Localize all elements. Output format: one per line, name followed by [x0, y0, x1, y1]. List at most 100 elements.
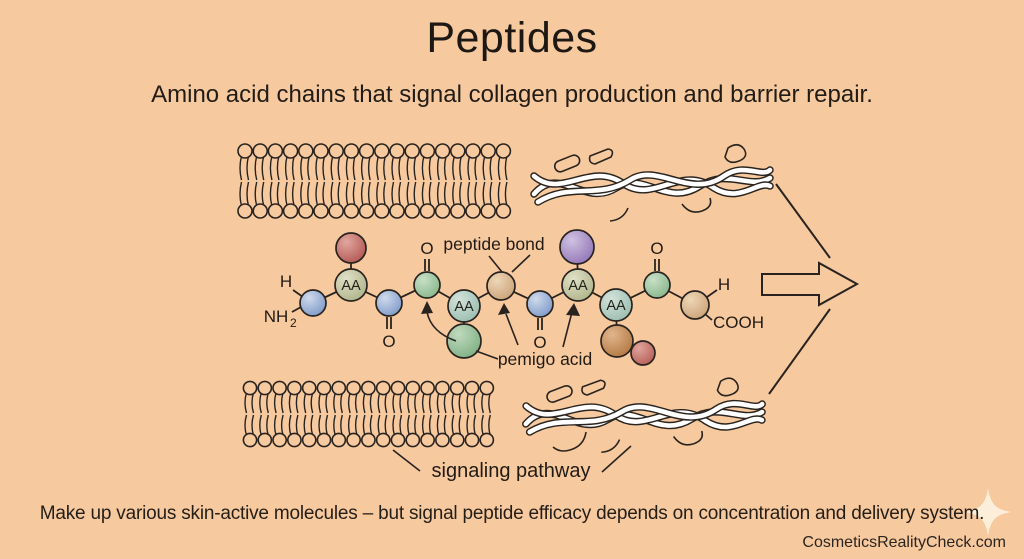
- lipid-head: [237, 143, 253, 159]
- lipid-tail: [473, 392, 477, 414]
- lipid-tail: [504, 181, 508, 207]
- lipid-head: [346, 380, 361, 396]
- lipid-tail: [383, 181, 386, 207]
- lipid-tail: [315, 181, 319, 207]
- lipid-head: [331, 380, 347, 396]
- lipid-bilayer-top: [237, 143, 512, 219]
- lipid-tail: [244, 414, 248, 436]
- lipid-tail: [489, 181, 493, 207]
- lipid-head: [328, 203, 345, 219]
- lipid-tail: [459, 181, 462, 207]
- lipid-tail: [300, 155, 303, 181]
- lipid-head: [301, 380, 317, 396]
- backbone-node: [299, 289, 327, 317]
- lipid-tail: [497, 181, 501, 207]
- lipid-head: [346, 432, 361, 448]
- backbone-node: [561, 268, 595, 302]
- lipid-head: [267, 203, 284, 219]
- lipid-tail: [436, 181, 440, 207]
- lipid-tail: [288, 392, 292, 414]
- lipid-tail: [333, 414, 336, 436]
- lipid-tail: [337, 181, 341, 207]
- lipid-tail: [488, 414, 491, 436]
- side-chain-node: [446, 323, 482, 359]
- nh-subscript: 2: [290, 316, 297, 330]
- lipid-tail: [295, 414, 299, 436]
- lipid-tail: [269, 155, 273, 181]
- footer-text: Make up various skin-active molecules – …: [39, 503, 985, 524]
- lipid-tail: [497, 155, 501, 181]
- lipid-tail: [288, 414, 292, 436]
- side-chain-node: [630, 340, 656, 366]
- backbone-node: [413, 271, 441, 299]
- backbone-node: [486, 271, 516, 301]
- lipid-tail: [254, 181, 258, 207]
- lipid-tail: [330, 181, 334, 207]
- lipid-tail: [406, 155, 410, 181]
- lipid-tail: [322, 181, 326, 207]
- lipid-tail: [488, 392, 491, 414]
- lipid-tail: [354, 414, 358, 436]
- lipid-head: [404, 203, 421, 219]
- oxygen-label: O: [650, 239, 663, 258]
- lipid-tail: [340, 392, 343, 414]
- amino-acid-arrow-right: [562, 311, 573, 348]
- lipid-head: [390, 432, 406, 448]
- lipid-head: [272, 432, 287, 448]
- lipid-tail: [413, 181, 417, 207]
- lipid-tail: [254, 155, 258, 181]
- lipid-head: [272, 380, 287, 396]
- lipid-tail: [473, 414, 477, 436]
- lipid-tail: [436, 155, 440, 181]
- lipid-head: [297, 203, 314, 219]
- lipid-tail: [482, 181, 486, 207]
- lipid-tail: [251, 392, 255, 414]
- lipid-head: [358, 203, 375, 219]
- terminal-bond: [706, 289, 718, 298]
- lipid-tail: [300, 181, 303, 207]
- lipid-tail: [466, 392, 470, 414]
- lipid-tail: [377, 392, 381, 414]
- lipid-head: [479, 432, 495, 448]
- lipid-tail: [398, 155, 402, 181]
- lipid-head: [237, 203, 253, 219]
- lipid-tail: [466, 414, 470, 436]
- lipid-head: [343, 203, 360, 219]
- lipid-tail: [421, 181, 425, 207]
- lipid-tail: [459, 155, 462, 181]
- lipid-tail: [451, 414, 455, 436]
- lipid-tail: [345, 181, 349, 207]
- lipid-tail: [392, 414, 396, 436]
- lipid-tail: [276, 155, 280, 181]
- lipid-tail: [259, 392, 262, 414]
- terminal-bond: [291, 306, 302, 313]
- lipid-tail: [269, 181, 273, 207]
- lipid-head: [434, 432, 450, 448]
- lipid-tail: [407, 392, 410, 414]
- backbone-node: [334, 268, 368, 302]
- lipid-tail: [303, 392, 307, 414]
- watermark: CosmeticsRealityCheck.com: [802, 534, 1006, 551]
- lipid-tail: [325, 414, 329, 436]
- cooh-label: COOH: [713, 313, 764, 332]
- lipid-tail: [318, 392, 322, 414]
- lipid-tail: [318, 414, 322, 436]
- lipid-tail: [239, 155, 243, 181]
- lipid-tail: [291, 181, 295, 207]
- lipid-head: [313, 143, 329, 159]
- lipid-tail: [376, 155, 379, 181]
- lipid-tail: [295, 392, 299, 414]
- lipid-tail: [377, 414, 381, 436]
- lipid-head: [242, 380, 258, 396]
- lipid-tail: [244, 392, 248, 414]
- lipid-tail: [284, 155, 288, 181]
- backbone-node: [643, 271, 671, 299]
- page-title: Peptides: [426, 14, 598, 62]
- lipid-tail: [489, 155, 493, 181]
- aa-node-label: AA: [341, 278, 361, 294]
- arrowhead-icon: [498, 303, 510, 315]
- oxygen-label: O: [420, 239, 433, 258]
- lipid-head: [328, 143, 345, 159]
